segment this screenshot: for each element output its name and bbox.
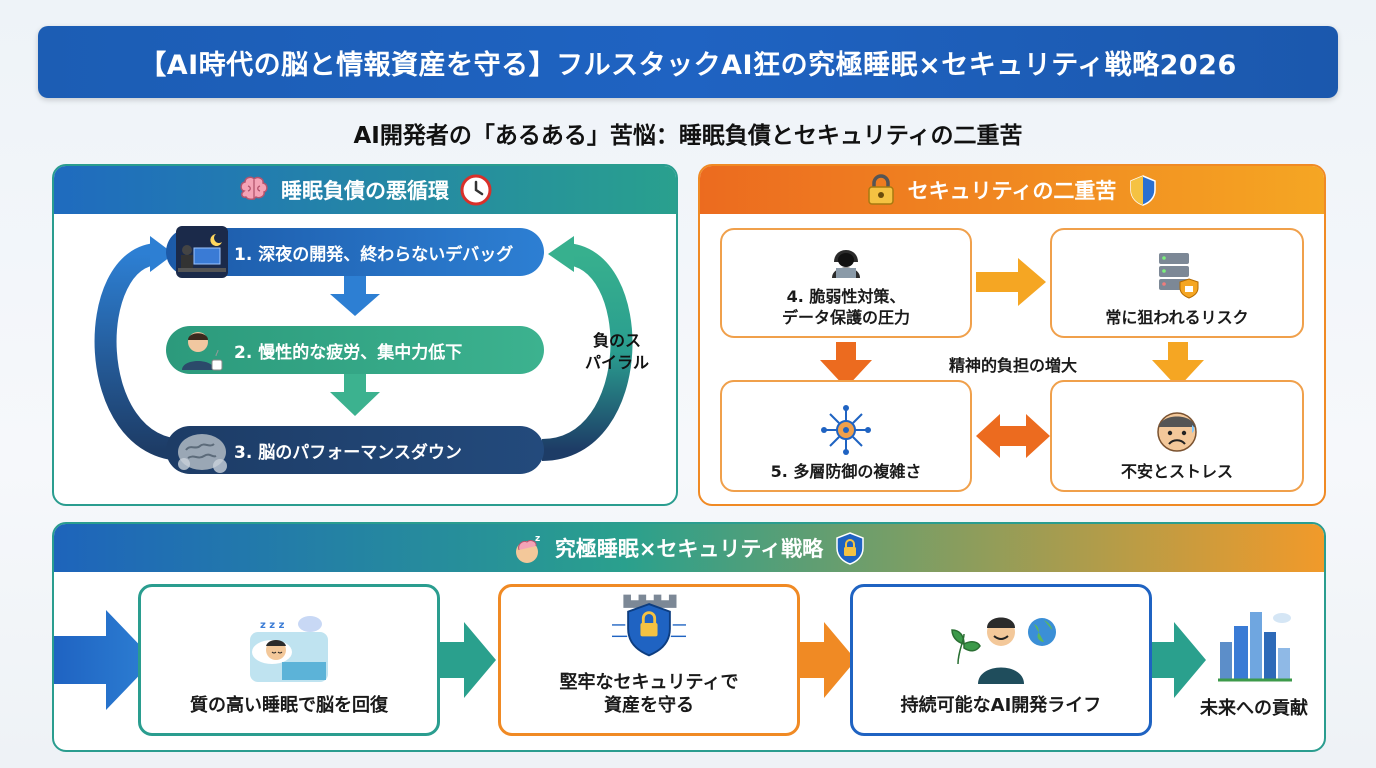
robust-security-box: 堅牢なセキュリティで 資産を守る	[498, 584, 800, 736]
robust-security-line-2: 資産を守る	[604, 695, 694, 716]
sustainable-life-box: 持続可能なAI開発ライフ	[850, 584, 1152, 736]
cycle-step-3: 3. 脳のパフォーマンスダウン	[166, 426, 544, 474]
security-panel: セキュリティの二重苦 4. 脆弱性対策、 データ保護の圧力	[698, 164, 1326, 506]
fortress-shield-icon	[612, 594, 686, 657]
night-coding-icon	[176, 226, 228, 278]
constant-risk-label: 常に狙われるリスク	[1105, 308, 1249, 327]
developer-icon	[951, 617, 1056, 684]
sleeping-person-icon: z z z	[250, 616, 328, 682]
subtitle: AI開発者の「あるある」苦悩：睡眠負債とセキュリティの二重苦	[353, 123, 1023, 149]
strategy-heading: 究極睡眠×セキュリティ戦略	[554, 537, 824, 561]
sustainable-life-label: 持続可能なAI開発ライフ	[900, 695, 1102, 716]
svg-text:z z z: z z z	[260, 620, 285, 631]
strategy-header: z 究極睡眠×セキュリティ戦略	[54, 524, 1324, 572]
security-shield-icon	[833, 531, 867, 565]
sleep-debt-panel: 睡眠負債の悪循環	[52, 164, 678, 506]
future-contribution: 未来への貢献	[1186, 584, 1322, 736]
strategy-panel: z 究極睡眠×セキュリティ戦略 z z z	[52, 522, 1326, 752]
worried-face-icon	[1157, 412, 1197, 452]
strategy-flow-arrows	[54, 610, 1206, 710]
cycle-step-2: 2. 慢性的な疲労、集中力低下	[166, 326, 544, 374]
vulnerability-line-1: 4. 脆弱性対策、	[786, 287, 906, 306]
server-icon	[1159, 253, 1199, 299]
sleep-debt-heading: 睡眠負債の悪循環	[281, 179, 449, 203]
quality-sleep-box: z z z 質の高い睡眠で脳を回復	[138, 584, 440, 736]
cycle-step-1: 1. 深夜の開発、終わらないデバッグ	[166, 226, 544, 278]
spiral-line-1: 負のス	[592, 331, 641, 350]
cycle-step-3-label: 3. 脳のパフォーマンスダウン	[234, 442, 462, 463]
cycle-arrows	[94, 236, 633, 461]
cycle-step-2-label: 2. 慢性的な疲労、集中力低下	[234, 342, 463, 363]
robust-security-line-1: 堅牢なセキュリティで	[559, 672, 739, 693]
constant-risk-box: 常に狙われるリスク	[1050, 228, 1304, 338]
security-heading: セキュリティの二重苦	[907, 179, 1117, 203]
future-contribution-label: 未来への貢献	[1200, 698, 1308, 719]
city-icon	[1218, 612, 1292, 682]
anxiety-box: 不安とストレス	[1050, 380, 1304, 492]
sleeping-brain-icon: z	[511, 531, 545, 565]
negative-spiral-label: 負のス パイラル	[572, 330, 662, 374]
sleep-debt-header: 睡眠負債の悪循環	[54, 166, 676, 214]
vulnerability-box: 4. 脆弱性対策、 データ保護の圧力	[720, 228, 972, 338]
network-icon	[821, 405, 871, 455]
padlock-icon	[864, 173, 898, 207]
main-title: 【AI時代の脳と情報資産を守る】フルスタックAI狂の究極睡眠×セキュリティ戦略2…	[38, 26, 1338, 98]
brain-icon	[237, 173, 271, 207]
foggy-brain-icon	[178, 434, 227, 473]
defense-complexity-box: 5. 多層防御の複雑さ	[720, 380, 972, 492]
security-arrows	[820, 258, 1204, 458]
tired-person-icon	[182, 332, 223, 371]
cycle-step-1-label: 1. 深夜の開発、終わらないデバッグ	[234, 244, 514, 265]
spiral-line-2: パイラル	[584, 353, 649, 372]
mental-burden-label: 精神的負担の増大	[948, 356, 1077, 375]
shield-icon	[1126, 173, 1160, 207]
svg-text:z: z	[535, 534, 540, 544]
vulnerability-line-2: データ保護の圧力	[781, 308, 910, 327]
defense-complexity-label: 5. 多層防御の複雑さ	[770, 462, 922, 481]
security-header: セキュリティの二重苦	[700, 166, 1324, 214]
anxiety-label: 不安とストレス	[1120, 462, 1233, 481]
hacker-icon	[832, 250, 860, 278]
quality-sleep-label: 質の高い睡眠で脳を回復	[190, 695, 388, 716]
clock-icon	[459, 173, 493, 207]
